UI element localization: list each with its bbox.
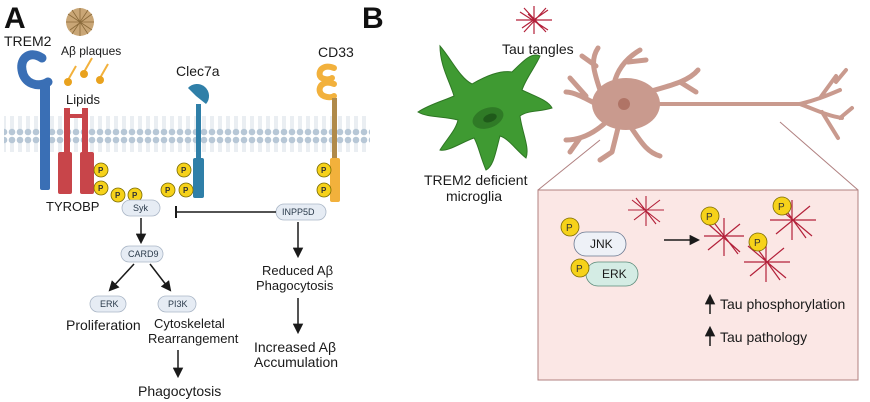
tyrobp-dimer bbox=[58, 108, 94, 194]
tyrobp-label: TYROBP bbox=[46, 199, 99, 214]
svg-text:P: P bbox=[706, 212, 713, 223]
lipids-label: Lipids bbox=[66, 92, 100, 107]
phospho-tau-cluster bbox=[704, 200, 816, 282]
phospho-clec7a: P P P bbox=[160, 162, 194, 198]
tau-phosphorylation-label: Tau phosphorylation bbox=[720, 296, 845, 312]
lipid-icons bbox=[64, 57, 109, 86]
svg-text:P: P bbox=[181, 166, 187, 175]
reduced-label-2: Phagocytosis bbox=[256, 278, 334, 293]
jnk-pill bbox=[573, 231, 627, 257]
proliferation-label: Proliferation bbox=[66, 317, 141, 333]
tau-inset-icon bbox=[628, 196, 664, 226]
arrow-card9-pi3k bbox=[149, 263, 172, 292]
abeta-plaque-icon bbox=[66, 8, 94, 36]
microglia-label-2: microglia bbox=[446, 188, 502, 204]
pi3k-pill bbox=[157, 295, 197, 313]
jnk-phospho bbox=[560, 217, 580, 237]
cytoskeletal-label-2: Rearrangement bbox=[148, 331, 239, 346]
phospho-tyrobp: P P P P bbox=[93, 162, 143, 203]
phospho-cd33: P P bbox=[316, 162, 332, 198]
arrow-card9-erk bbox=[108, 263, 135, 292]
erk-label: ERK bbox=[100, 299, 119, 309]
panel-b-letter: B bbox=[362, 2, 384, 35]
tau-phospho-3 bbox=[748, 232, 768, 252]
svg-text:P: P bbox=[165, 186, 171, 195]
card9-pill bbox=[120, 245, 164, 263]
tau-tangles-label: Tau tangles bbox=[502, 41, 574, 57]
svg-text:P: P bbox=[321, 186, 327, 195]
svg-text:P: P bbox=[566, 223, 573, 234]
abeta-plaques-label: Aβ plaques bbox=[61, 44, 121, 58]
inpp5d-label: INPP5D bbox=[282, 207, 315, 217]
panel-a-letter: A bbox=[4, 2, 26, 35]
svg-text:P: P bbox=[98, 166, 104, 175]
syk-pill bbox=[121, 199, 161, 217]
reduced-label-1: Reduced Aβ bbox=[262, 263, 333, 278]
syk-label: Syk bbox=[133, 203, 149, 213]
card9-label: CARD9 bbox=[128, 249, 159, 259]
phagocytosis-label: Phagocytosis bbox=[138, 383, 221, 399]
pi3k-label: PI3K bbox=[168, 299, 188, 309]
jnk-label: JNK bbox=[590, 237, 613, 251]
inset-connector-left bbox=[537, 139, 601, 191]
neuron-cell bbox=[563, 45, 854, 163]
erk-phospho bbox=[570, 258, 590, 278]
svg-text:P: P bbox=[778, 202, 785, 213]
clec7a-label: Clec7a bbox=[176, 63, 220, 79]
svg-text:P: P bbox=[321, 166, 327, 175]
inset-panel bbox=[537, 189, 859, 381]
svg-text:P: P bbox=[132, 191, 138, 200]
trem2-receptor bbox=[17, 50, 53, 190]
tau-phospho-1 bbox=[700, 206, 720, 226]
cd33-receptor bbox=[316, 63, 340, 202]
svg-text:P: P bbox=[183, 186, 189, 195]
increased-label-2: Accumulation bbox=[254, 354, 338, 370]
svg-text:P: P bbox=[754, 238, 761, 249]
tau-tangle-icon bbox=[516, 6, 552, 34]
cell-membrane bbox=[4, 116, 370, 152]
tau-pathology-label: Tau pathology bbox=[720, 329, 807, 345]
trem2-label: TREM2 bbox=[4, 33, 52, 49]
increased-label-1: Increased Aβ bbox=[254, 339, 336, 355]
erk-pill bbox=[89, 295, 127, 313]
neuron-nucleus bbox=[618, 98, 630, 110]
cd33-label: CD33 bbox=[318, 44, 354, 60]
svg-text:P: P bbox=[98, 184, 104, 193]
erk-b-label: ERK bbox=[602, 267, 627, 281]
tau-phospho-2 bbox=[772, 196, 792, 216]
microglia-cell bbox=[417, 44, 553, 171]
clec7a-receptor bbox=[188, 83, 210, 198]
microglia-label-1: TREM2 deficient bbox=[424, 172, 528, 188]
inset-connector-right bbox=[779, 121, 859, 191]
cytoskeletal-label-1: Cytoskeletal bbox=[154, 316, 225, 331]
svg-text:P: P bbox=[576, 264, 583, 275]
svg-text:P: P bbox=[115, 191, 121, 200]
